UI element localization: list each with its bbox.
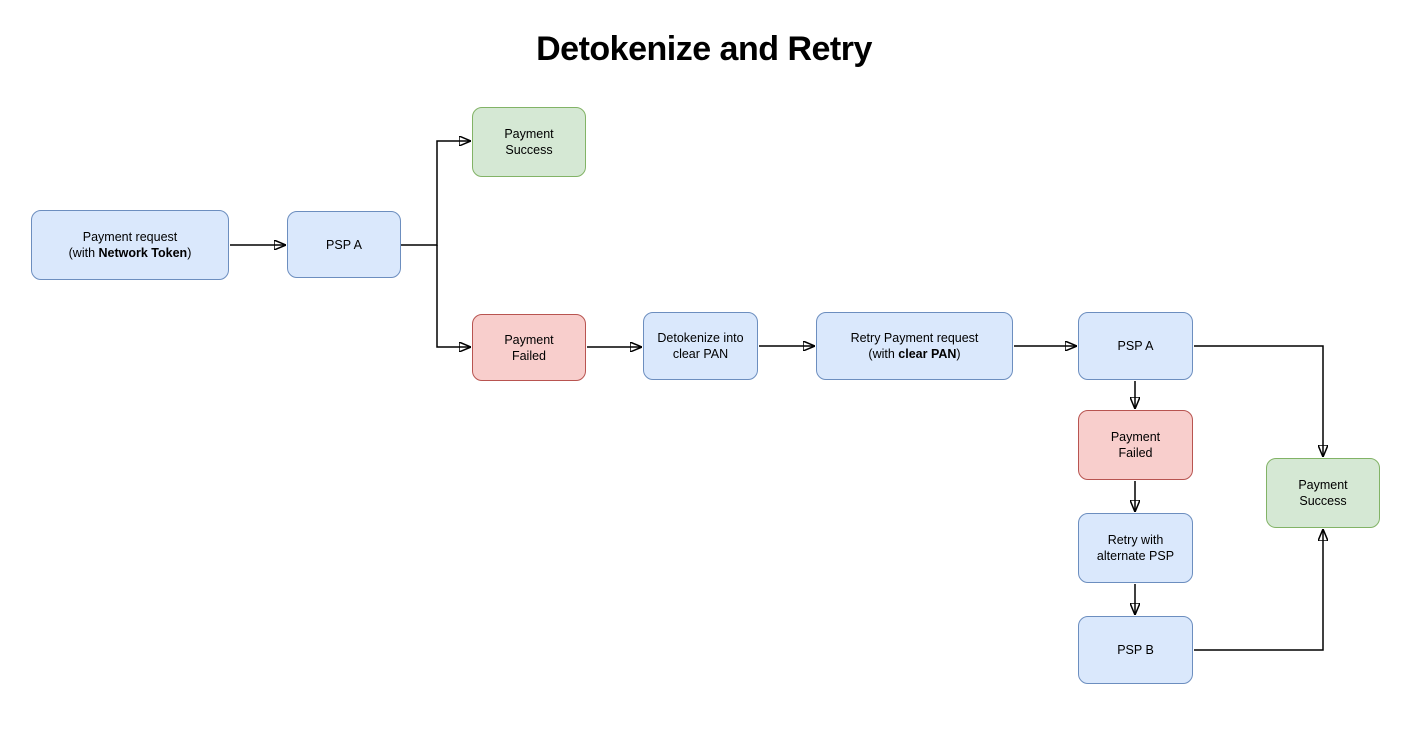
node-label-line: clear PAN [672,347,729,361]
node-payment-failed-2: Payment Failed [1078,410,1193,480]
node-label-line: PSP A [326,237,362,252]
node-label-line: Retry with [1107,533,1164,547]
label-bold-text: Network Token [98,246,188,260]
node-retry-request: Retry Payment request (with clear PAN) [816,312,1013,380]
node-label-line: Payment [1298,478,1348,492]
node-payment-success-2: Payment Success [1266,458,1380,528]
node-psp-a-1: PSP A [287,211,401,278]
diagram-title: Detokenize and Retry [536,30,872,68]
node-label-line: Retry Payment request [850,331,979,345]
node-label-line: (with Network Token) [69,245,192,261]
node-label-line: alternate PSP [1096,549,1175,563]
node-payment-success-1: Payment Success [472,107,586,177]
node-psp-b: PSP B [1078,616,1193,684]
arrow-psp-a-to-payment-success [401,141,471,246]
node-label-line: Payment [504,332,554,347]
node-label-line: Payment [504,127,554,141]
label-text: ) [956,347,961,361]
node-label-line: Payment request [82,230,178,244]
label-text: (with [68,246,99,260]
node-label-line: (with clear PAN) [868,346,960,362]
node-label-line: PSP A [1117,339,1154,353]
node-label-line: PSP B [1117,643,1154,657]
label-bold-text: clear PAN [898,347,957,361]
node-label-line: Success [1299,494,1347,508]
node-psp-a-2: PSP A [1078,312,1193,380]
arrow-psp-a2-to-payment-success2 [1194,345,1323,457]
node-label-line: Payment [1110,430,1161,444]
node-label-line: Success [505,143,553,157]
label-text: ) [187,246,192,260]
node-payment-request: Payment request (with Network Token) [31,210,229,280]
node-label-line: Detokenize into [657,331,744,345]
arrow-psp-a-to-payment-failed [436,245,471,347]
node-label-line: Failed [511,348,547,363]
arrow-psp-b-to-payment-success2 [1194,529,1323,651]
node-label-line: Failed [1118,446,1153,460]
label-text: (with [868,347,899,361]
node-payment-failed-1: Payment Failed [472,314,586,381]
node-retry-alternate: Retry with alternate PSP [1078,513,1193,583]
node-detokenize: Detokenize into clear PAN [643,312,758,380]
